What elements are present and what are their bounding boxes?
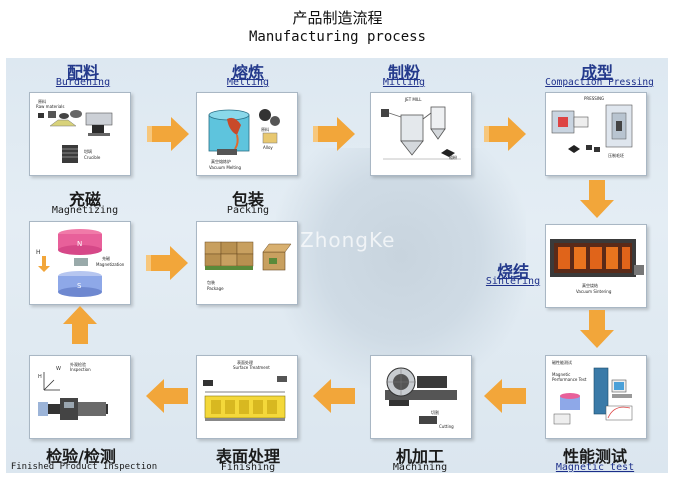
card-packing: 包装 Package (196, 221, 298, 305)
arrow-left-icon (313, 379, 355, 413)
step-packing-en: Packing (226, 205, 270, 216)
arrow-up-icon (63, 306, 97, 344)
card-label: Cutting (439, 424, 454, 429)
card-inspection: 外观检验 Inspection H W (29, 355, 131, 439)
svg-text:H: H (36, 249, 41, 256)
step-burdening-cn: 配料 (66, 63, 99, 82)
card-label: Magnetization (96, 262, 125, 267)
step-machining-cn: 机加工 (395, 447, 444, 466)
surface-treatment-icon: 表面处理 Surface Treatment (203, 359, 287, 421)
press-machine-icon: PRESSING 压制毛坯 (551, 96, 633, 158)
step-packing-cn: 包装 (231, 190, 264, 209)
card-label: 粗粉 (449, 154, 457, 160)
step-magnetizing-en: Magnetizing (51, 205, 119, 216)
card-melting: 原料 Alloy 真空熔炼炉 Vacuum Melting (196, 92, 298, 176)
arrow-left-icon (484, 379, 526, 413)
caliper-inspection-icon: 外观检验 Inspection H W (38, 361, 108, 420)
card-label: Crucible (84, 155, 101, 160)
melting-furnace-icon: 原料 Alloy 真空熔炼炉 Vacuum Melting (208, 109, 280, 170)
card-milling: JET MILL 粗粉 (370, 92, 472, 176)
card-label: 充磁 (102, 255, 110, 261)
arrow-down-icon (580, 310, 614, 348)
step-finishing-cn: 表面处理 (215, 447, 280, 466)
svg-text:S: S (77, 282, 82, 290)
card-label: 切割 (431, 409, 439, 415)
step-compaction-en: Compaction Pressing (545, 77, 654, 88)
arrow-down-icon (580, 180, 614, 218)
burdening-illustration-icon: 原料 Raw materials 坩埚 Crucible (36, 98, 113, 163)
card-label: Package (207, 286, 224, 291)
svg-text:H: H (38, 374, 42, 380)
svg-text:W: W (56, 366, 61, 372)
card-label: Alloy (263, 145, 273, 150)
card-magnetic-test: 磁性能测试 Magnetic Performance Test (545, 355, 647, 439)
step-compaction-cn: 成型 (580, 63, 613, 82)
step-melting-cn: 熔炼 (231, 63, 264, 82)
arrow-right-icon (484, 117, 526, 151)
card-burdening: 原料 Raw materials 坩埚 Crucible (29, 92, 131, 176)
packing-boxes-icon: 包装 Package (204, 241, 292, 291)
card-label: Vacuum Melting (209, 165, 242, 170)
card-label: Magnetic (552, 372, 570, 377)
card-sintering: 真空烧结 Vacuum Sintering (545, 224, 647, 308)
card-label: 表面处理 (237, 359, 253, 365)
card-label: 原料 (261, 126, 269, 132)
card-label: PRESSING (584, 96, 604, 101)
card-compaction: PRESSING 压制毛坯 (545, 92, 647, 176)
cutting-machine-icon: 切割 Cutting (385, 367, 457, 429)
card-label: 包装 (207, 279, 215, 285)
card-label: JET MILL (404, 97, 422, 102)
svg-text:N: N (77, 240, 82, 248)
step-magnetic-test-en: Magnetic test (555, 462, 635, 473)
step-machining-en: Machining (392, 462, 448, 473)
jet-mill-icon: JET MILL 粗粉 (381, 97, 461, 160)
factory-worker-photo (276, 148, 526, 388)
step-sintering-en: Sintering (485, 276, 541, 287)
card-label: Inspection (70, 367, 91, 372)
step-melting-en: Melting (226, 77, 270, 88)
card-label: 坩埚 (84, 148, 92, 154)
step-finishing-en: Finishing (220, 462, 276, 473)
step-burdening-en: Burdening (55, 77, 111, 88)
magnetizer-icon: N S H 充磁 Magnetization (36, 229, 125, 297)
step-inspection-cn: 检验/检测 (46, 447, 116, 466)
step-sintering-cn: 烧结 (496, 262, 529, 281)
card-label: 原料 (38, 98, 46, 104)
card-label: Surface Treatment (233, 365, 270, 370)
step-magnetizing-cn: 充磁 (68, 190, 101, 209)
card-label: 真空烧结 (582, 282, 598, 288)
page-title-chinese: 产品制造流程 (292, 9, 383, 27)
arrow-right-icon (313, 117, 355, 151)
step-milling-cn: 制粉 (387, 63, 420, 82)
card-label: 磁性能测试 (552, 359, 572, 365)
card-label: Performance Test (552, 377, 587, 382)
card-magnetizing: N S H 充磁 Magnetization (29, 221, 131, 305)
magnetic-test-equipment-icon: 磁性能测试 Magnetic Performance Test (552, 359, 633, 425)
step-magnetic-test-cn: 性能测试 (562, 447, 627, 466)
card-label: Raw materials (36, 104, 64, 109)
page-title-english: Manufacturing process (248, 29, 426, 45)
arrow-right-icon (146, 246, 188, 280)
card-label: 外观检验 (70, 361, 86, 367)
sintering-furnace-icon: 真空烧结 Vacuum Sintering (550, 239, 644, 294)
card-machining: 切割 Cutting (370, 355, 472, 439)
watermark: ZhongKe (300, 228, 396, 252)
card-label: Vacuum Sintering (576, 289, 612, 294)
step-inspection-en: Finished Product Inspection (10, 462, 158, 472)
card-label: 真空熔炼炉 (211, 158, 231, 164)
arrow-right-icon (147, 117, 189, 151)
step-milling-en: Milling (382, 77, 426, 88)
card-finishing: 表面处理 Surface Treatment (196, 355, 298, 439)
arrow-left-icon (146, 379, 188, 413)
card-label: 压制毛坯 (608, 152, 624, 158)
